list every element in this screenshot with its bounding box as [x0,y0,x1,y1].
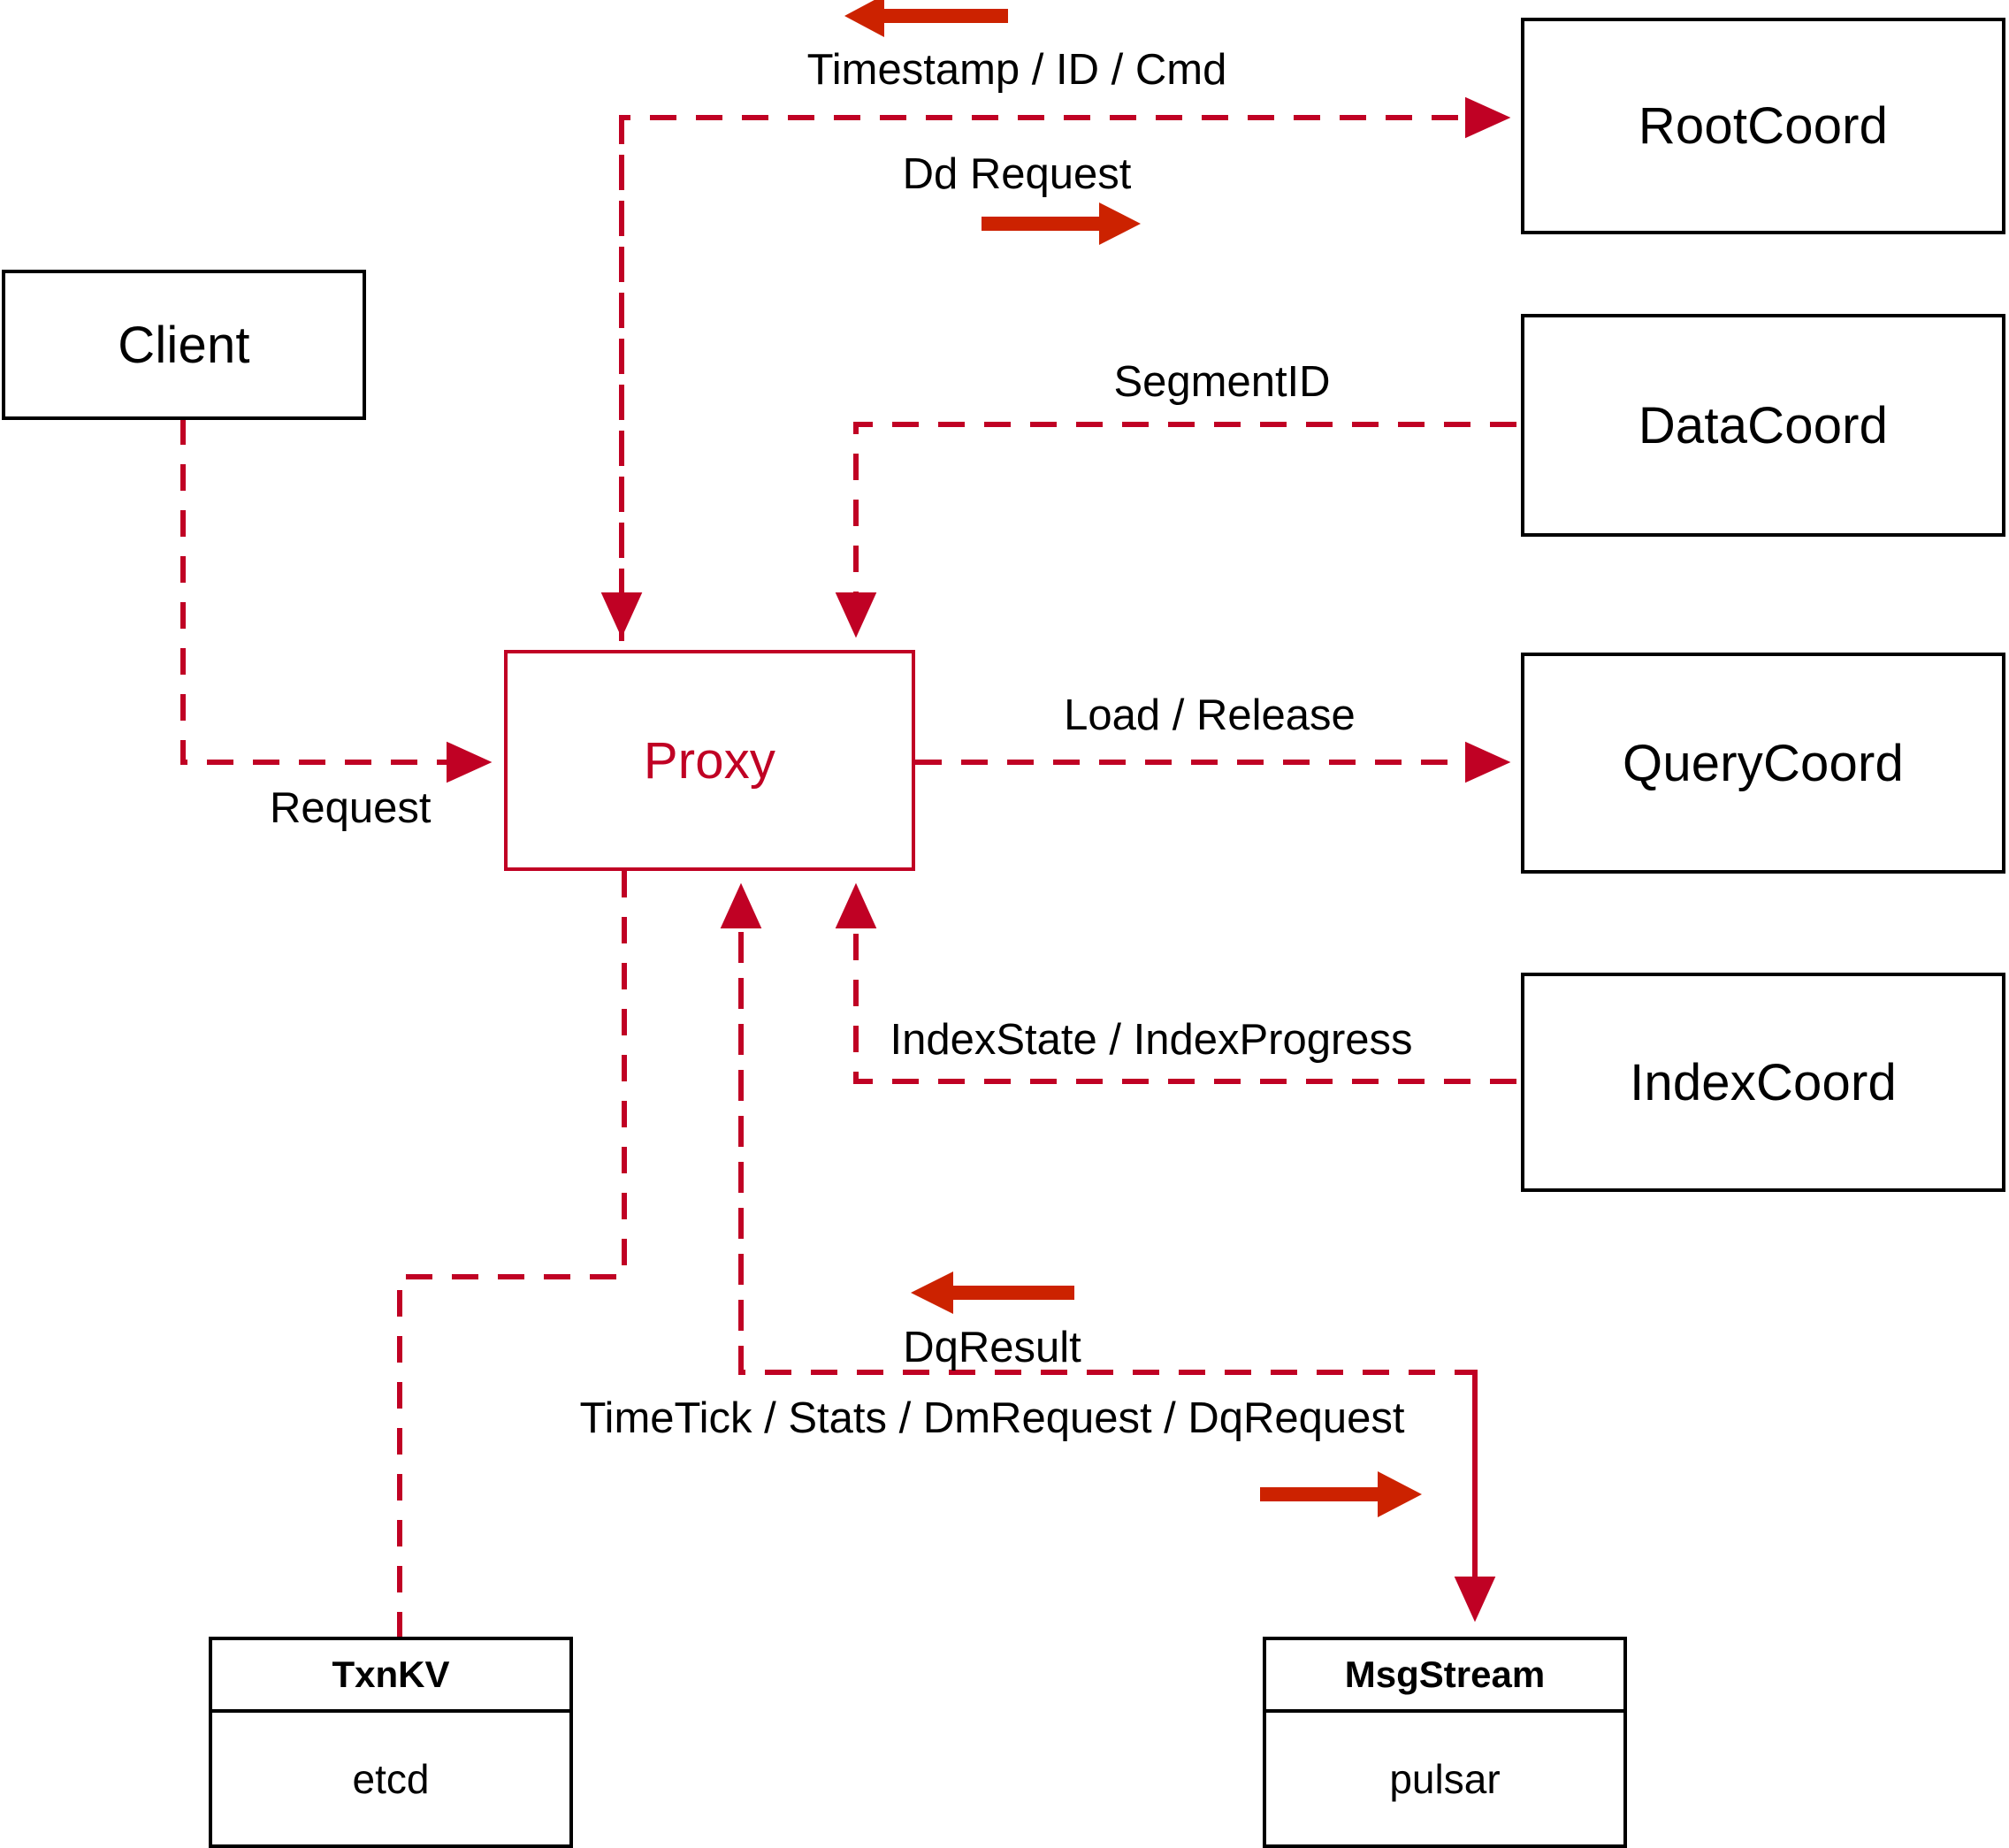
txnkv-header: TxnKV [212,1640,569,1713]
txnkv-title: TxnKV [332,1653,450,1695]
msgstream-header: MsgStream [1266,1640,1623,1713]
node-datacoord[interactable]: DataCoord [1521,314,2005,537]
edge-label-timetick-stats-dm-dq: TimeTick / Stats / DmRequest / DqRequest [579,1394,1405,1442]
edge-datacoord-proxy [835,422,1516,638]
edge-label-segment-id: SegmentID [1113,358,1331,406]
edge-label-dd-request: Dd Request [902,150,1132,198]
txnkv-impl: etcd [352,1755,430,1802]
arrow-timestamp-id-cmd-head [844,0,884,37]
edge-label-index-state-progress: IndexState / IndexProgress [890,1016,1413,1064]
edge-label-timestamp-id-cmd: Timestamp / ID / Cmd [806,46,1227,94]
node-datacoord-label: DataCoord [1638,396,1889,454]
dashed-connectors [180,96,1516,1637]
arrow-dqresult-head [911,1271,953,1314]
node-proxy[interactable]: Proxy [504,650,915,871]
edge-indexcoord-proxy [835,882,1516,1084]
node-indexcoord[interactable]: IndexCoord [1521,973,2005,1192]
edge-label-dq-result: DqResult [903,1324,1081,1371]
node-client-label: Client [118,316,250,374]
node-client[interactable]: Client [2,270,366,420]
edge-client-proxy [180,418,493,783]
arrow-timetick-head [1378,1471,1422,1517]
node-msgstream[interactable]: MsgStream pulsar [1263,1637,1627,1848]
node-querycoord-label: QueryCoord [1623,734,1904,792]
node-txnkv[interactable]: TxnKV etcd [209,1637,573,1848]
node-querycoord[interactable]: QueryCoord [1521,653,2005,874]
node-rootcoord-label: RootCoord [1638,97,1889,155]
msgstream-title: MsgStream [1344,1653,1546,1695]
msgstream-impl: pulsar [1389,1755,1501,1802]
edge-label-load-release: Load / Release [1064,691,1356,739]
edge-proxy-txnkv [397,871,627,1637]
txnkv-body: etcd [212,1713,569,1844]
edge-label-request: Request [270,784,432,832]
edge-proxy-msgstream-down [738,890,1478,1625]
node-rootcoord[interactable]: RootCoord [1521,18,2005,234]
node-proxy-label: Proxy [643,731,776,790]
node-indexcoord-label: IndexCoord [1630,1053,1897,1111]
direction-indicators [844,0,1422,1517]
msgstream-body: pulsar [1266,1713,1623,1844]
arrow-dd-request-head [1099,202,1141,245]
